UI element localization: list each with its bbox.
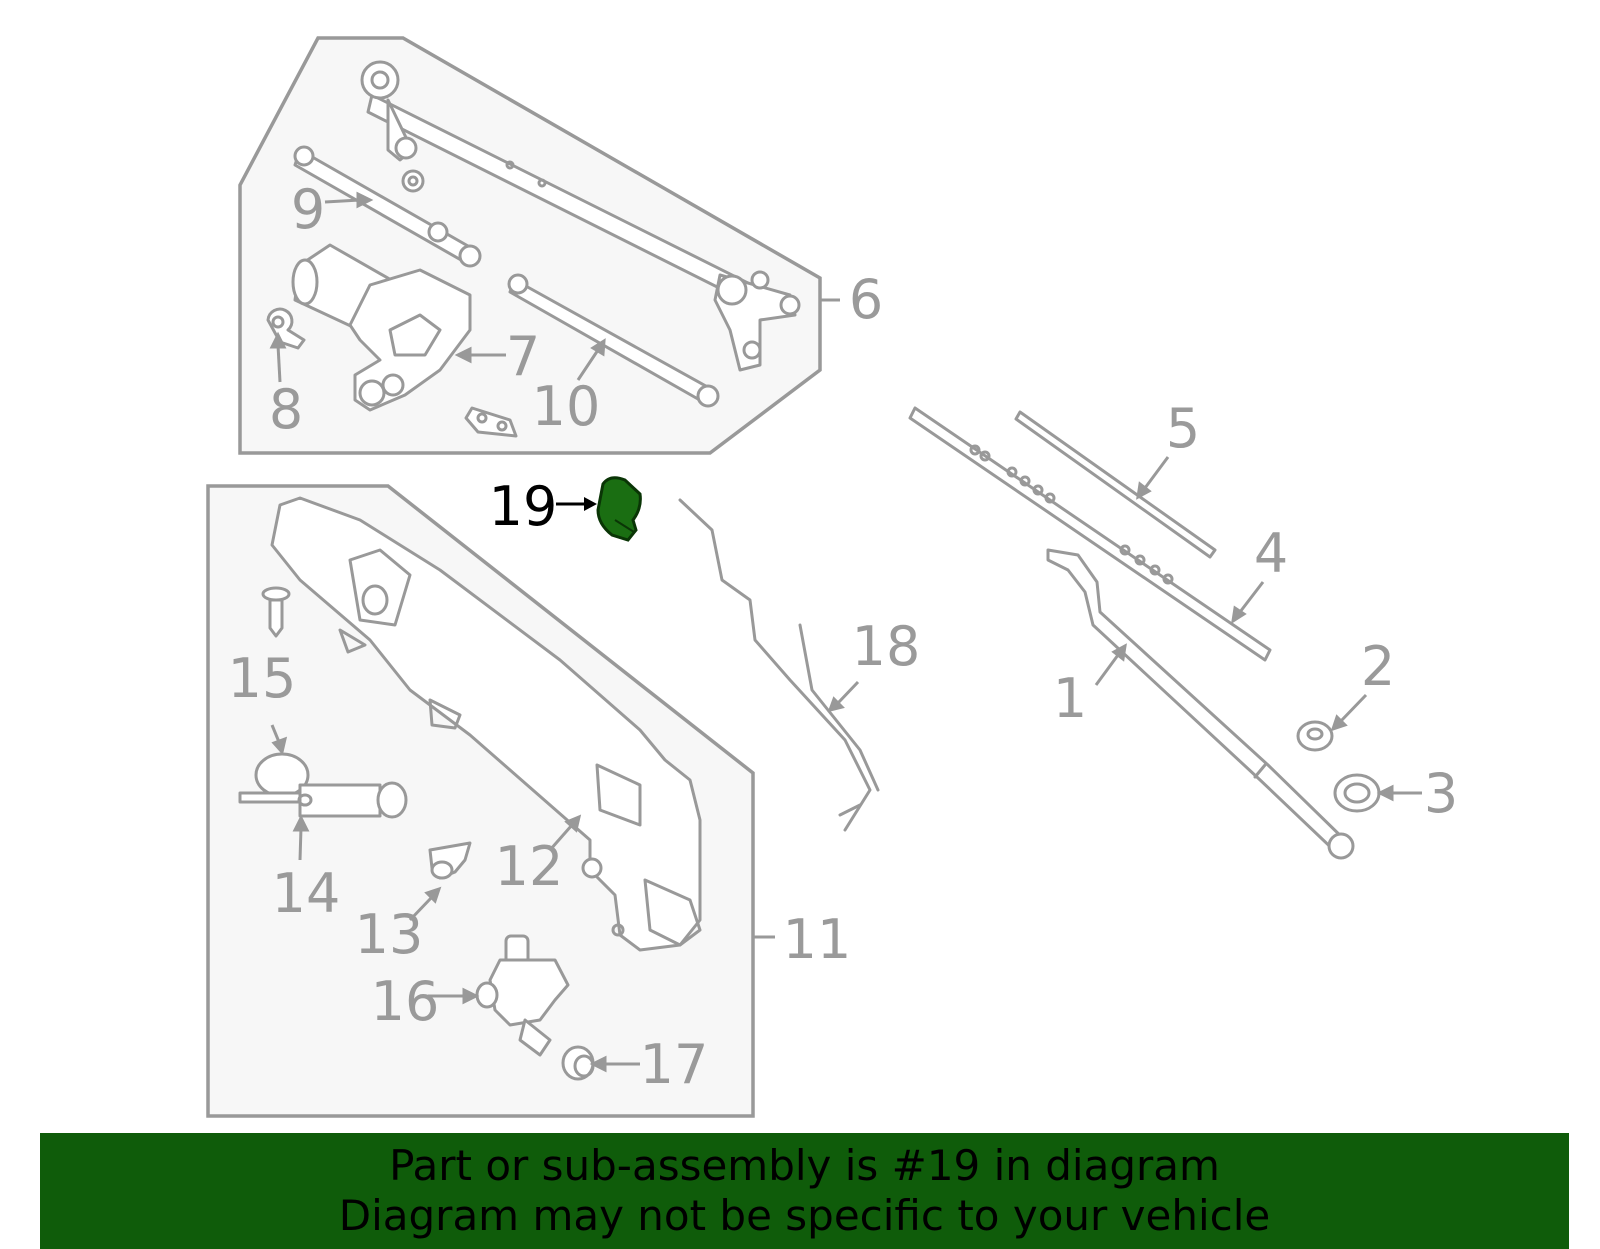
callout-16: 16	[371, 970, 440, 1033]
leader-19	[556, 497, 597, 511]
highlighted-part-19[interactable]	[596, 476, 642, 542]
cap-part-3	[1333, 773, 1381, 813]
nut-part-8	[266, 307, 306, 350]
wiper-linkage-part	[360, 60, 801, 372]
callout-17: 17	[640, 1033, 709, 1096]
wiper-arm-part-1	[1046, 548, 1355, 860]
wiper-rod-part-9	[293, 145, 482, 268]
callout-4: 4	[1254, 522, 1288, 585]
callout-2: 2	[1361, 635, 1395, 698]
filler-cap-part-14	[238, 752, 408, 819]
wiper-rod-part-10	[507, 273, 720, 408]
bracket-part	[464, 406, 518, 438]
wiper-blade-part-4	[908, 406, 1272, 662]
grommet-part-17	[561, 1045, 595, 1081]
washer-reservoir-part-12	[270, 496, 702, 952]
callout-18: 18	[852, 615, 921, 678]
callout-7: 7	[506, 325, 540, 388]
nut-part-2	[1296, 720, 1334, 752]
callout-14: 14	[272, 862, 341, 925]
banner-line-2: Diagram may not be specific to your vehi…	[338, 1191, 1271, 1240]
leader-lines	[269, 191, 1422, 1073]
grommet-part-13	[428, 841, 472, 880]
callout-6: 6	[849, 268, 883, 331]
callout-13: 13	[355, 903, 424, 966]
callout-9: 9	[291, 178, 325, 241]
callout-11: 11	[783, 908, 852, 971]
screw-part-15	[261, 586, 291, 638]
banner-line-1: Part or sub-assembly is #19 in diagram	[389, 1141, 1220, 1190]
washer-pump-part-16	[475, 934, 570, 1057]
callout-1: 1	[1053, 667, 1087, 730]
callout-10: 10	[532, 375, 601, 438]
info-banner: Part or sub-assembly is #19 in diagram D…	[40, 1133, 1569, 1249]
wiper-motor-part-7	[291, 243, 472, 412]
callout-12: 12	[495, 835, 564, 898]
callout-8: 8	[269, 378, 303, 441]
blade-insert-part-5	[1014, 410, 1217, 559]
callout-5: 5	[1166, 397, 1200, 460]
callout-15: 15	[228, 647, 297, 710]
callout-3: 3	[1424, 762, 1458, 825]
washer-hose-part-18	[678, 498, 880, 832]
callout-19: 19	[489, 475, 558, 538]
